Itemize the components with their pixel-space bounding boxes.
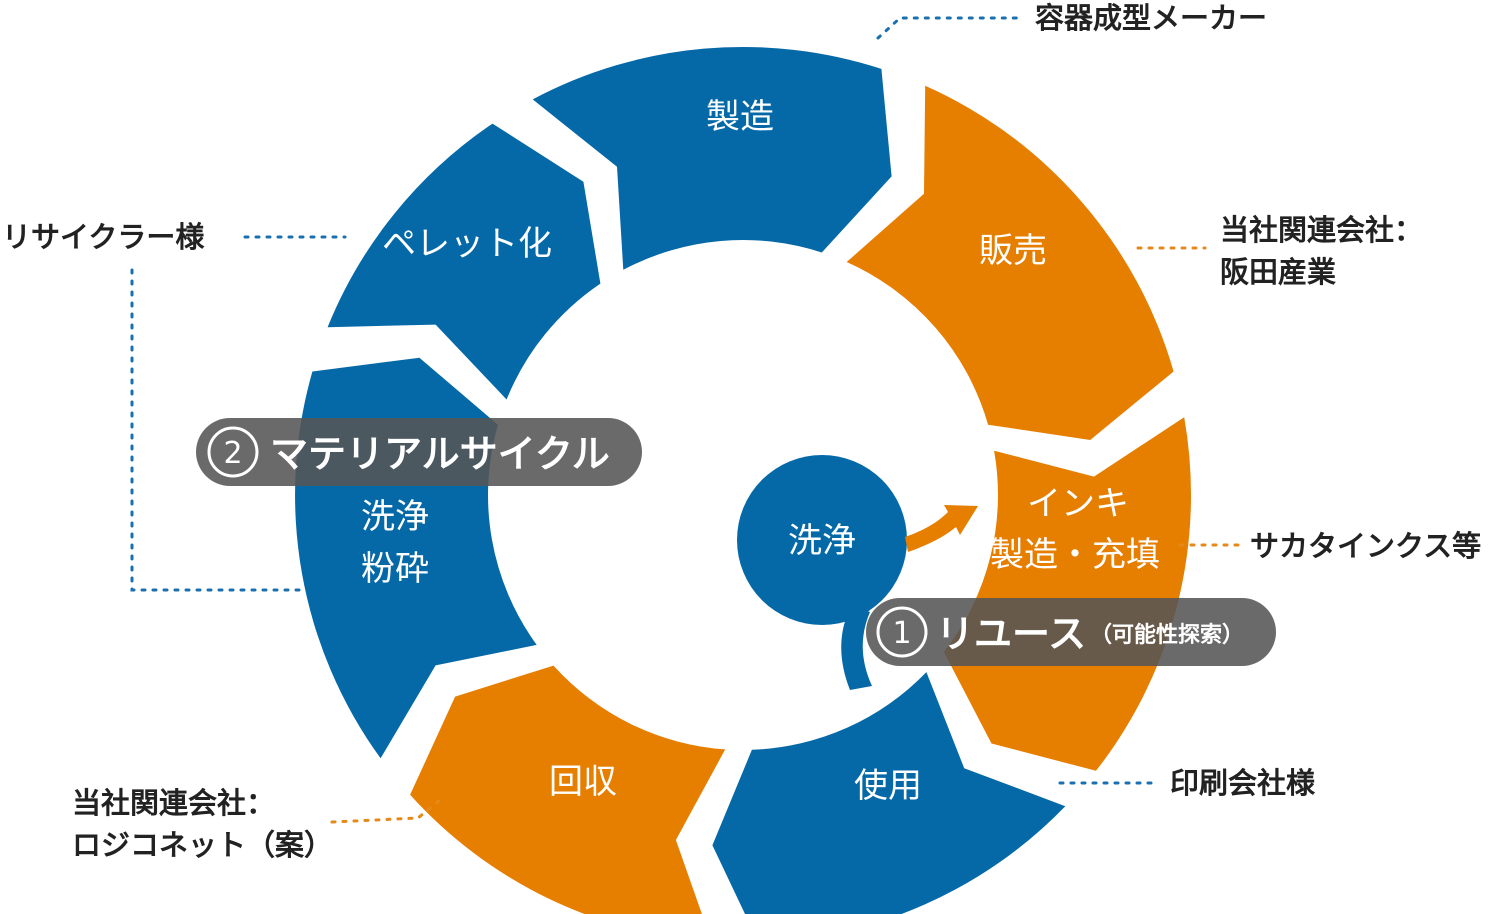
segment-label-wash-line2: 粉砕 [361,549,429,589]
center-wash-label: 洗浄 [788,521,856,561]
segment-pellet [327,123,601,400]
segment-label-ink-line1: インキ [1027,484,1129,524]
segment-label-pellet: ペレット化 [382,224,552,264]
reuse-arrow [905,505,978,552]
segment-label-use: 使用 [854,766,922,806]
segment-sales [846,85,1174,440]
connector-container-maker [876,16,1022,40]
annotation-recycler: リサイクラー様 [2,220,205,254]
annotation-affiliate2-line1: 当社関連会社： [72,786,275,820]
material-badge-label: マテリアルサイクル [270,432,610,476]
segment-manufacture [532,46,892,270]
annotation-affiliate1-line2: 阪田産業 [1220,255,1336,289]
segment-label-collection: 回収 [549,762,617,802]
cycle-ring [295,46,1191,914]
annotation-sakata: サカタインクス等 [1250,529,1481,563]
segment-collection [410,665,726,914]
reuse-badge-label: リユース [936,612,1086,656]
annotation-printing: 印刷会社様 [1170,766,1316,800]
reuse-loop [841,605,872,690]
segment-ink [943,417,1191,771]
annotation-affiliate1-line1: 当社関連会社： [1220,213,1423,247]
reuse-badge-number: 1 [892,616,911,651]
annotation-affiliate2-line2: ロジコネット（案） [72,828,333,862]
material-cycle-badge: 2 マテリアルサイクル [196,418,642,486]
reuse-badge: 1 リユース （可能性探索） [866,598,1276,666]
segment-label-sales: 販売 [979,231,1047,271]
segment-label-ink-line2: 製造・充填 [990,535,1160,575]
center-wash-circle [737,455,907,625]
connector-recycler-wash [130,268,307,592]
segment-label-manufacture: 製造 [706,97,774,137]
segment-use [712,672,1066,914]
annotation-container-maker: 容器成型メーカー [1035,1,1267,35]
segment-label-wash-line1: 洗浄 [361,497,429,537]
reuse-badge-sub: （可能性探索） [1090,622,1244,648]
material-badge-number: 2 [223,436,242,471]
